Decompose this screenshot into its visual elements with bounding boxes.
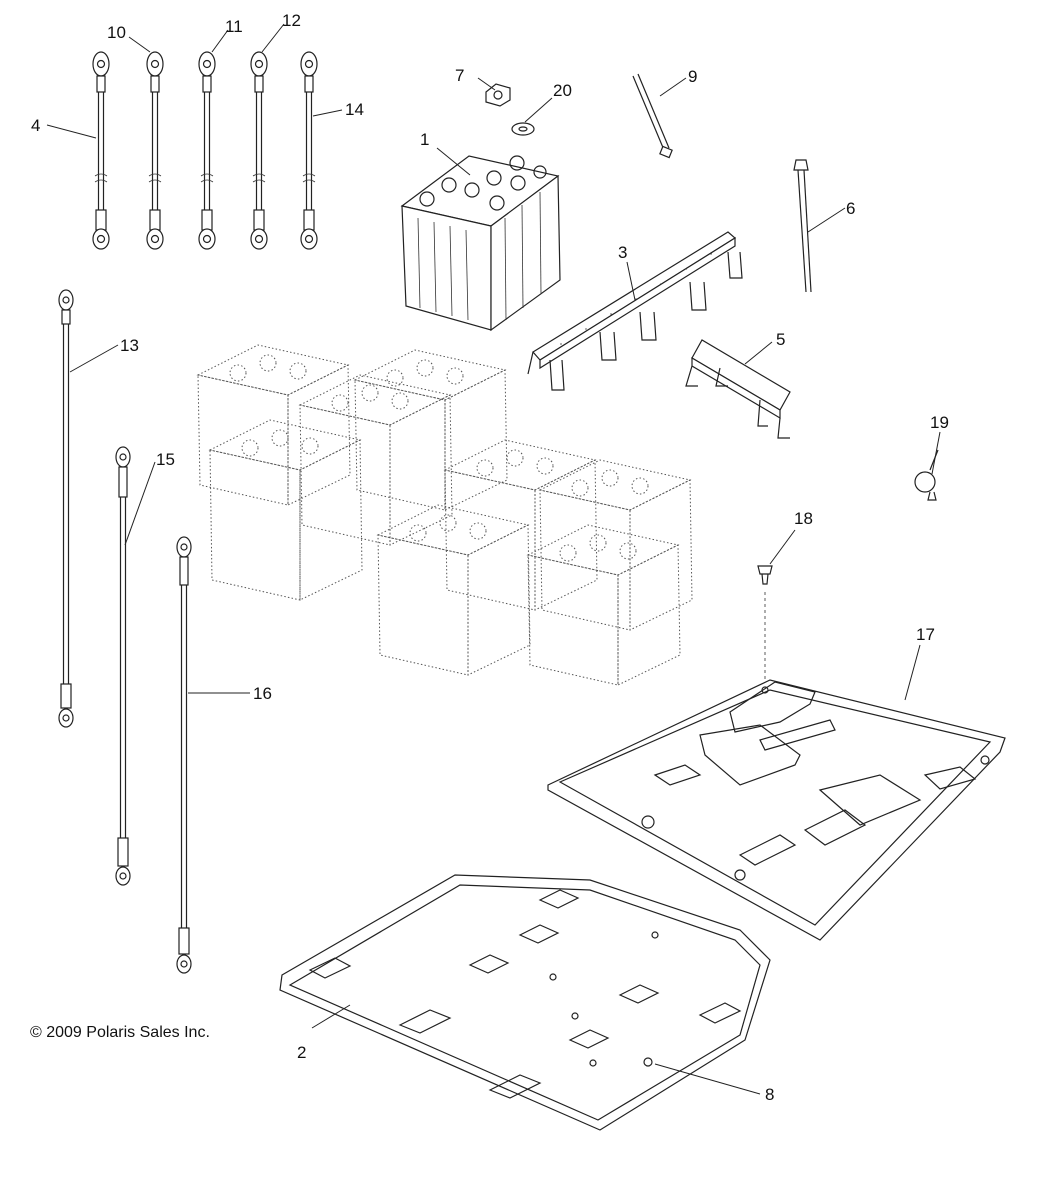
callout-3: 3 [618, 243, 627, 262]
callout-5: 5 [776, 330, 785, 349]
callout-8: 8 [765, 1085, 774, 1104]
battery-tray [547, 679, 1006, 941]
callout-17: 17 [916, 625, 935, 644]
cable-4 [92, 51, 110, 250]
hold-down-bar-short [685, 339, 791, 439]
leader-lines [46, 23, 941, 1095]
cable-14 [300, 51, 318, 250]
battery-pack [196, 344, 693, 686]
nut-7 [485, 83, 511, 107]
short-cables-group [92, 51, 318, 250]
callout-1: 1 [420, 130, 429, 149]
callout-20: 20 [553, 81, 572, 100]
callout-labels: 1 2 3 4 5 6 7 8 9 10 11 12 13 14 15 16 1… [31, 11, 949, 1104]
clip-19 [914, 449, 939, 501]
callout-14: 14 [345, 100, 364, 119]
callout-18: 18 [794, 509, 813, 528]
rivet-18 [757, 565, 773, 688]
callout-9: 9 [688, 67, 697, 86]
battery-main [400, 155, 561, 332]
cable-13 [58, 289, 74, 728]
washer-20 [511, 122, 535, 136]
rod-9 [632, 73, 673, 159]
callout-6: 6 [846, 199, 855, 218]
cable-15 [115, 446, 131, 886]
copyright-notice: © 2009 Polaris Sales Inc. [30, 1024, 210, 1041]
callout-19: 19 [930, 413, 949, 432]
callout-11: 11 [225, 17, 243, 36]
mount-plate [279, 874, 771, 1131]
callout-4: 4 [31, 116, 40, 135]
cable-16 [176, 536, 192, 974]
callout-2: 2 [297, 1043, 306, 1062]
cable-10 [146, 51, 164, 250]
callout-12: 12 [282, 11, 301, 30]
rod-6 [793, 159, 812, 293]
callout-10: 10 [107, 23, 126, 42]
callout-16: 16 [253, 684, 272, 703]
callout-7: 7 [455, 66, 464, 85]
callout-15: 15 [156, 450, 175, 469]
callout-13: 13 [120, 336, 139, 355]
cable-11 [198, 51, 216, 250]
long-cables-group [58, 289, 192, 974]
cable-12 [250, 51, 268, 250]
